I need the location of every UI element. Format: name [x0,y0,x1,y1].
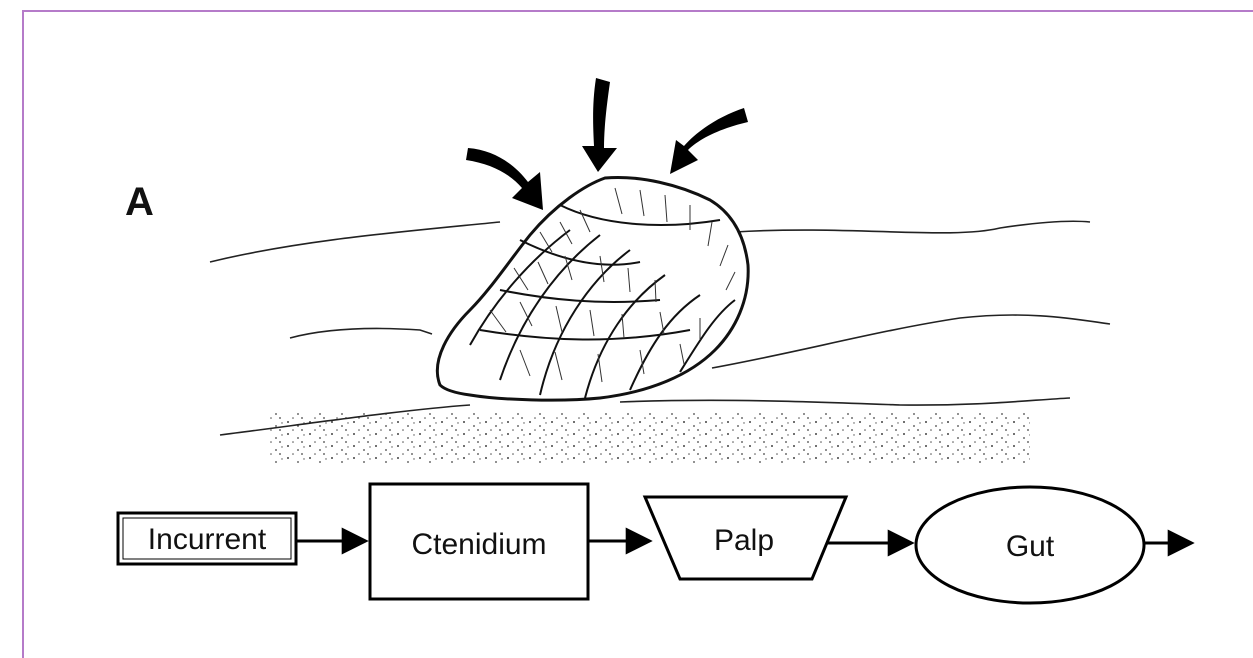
ctenidium-label: Ctenidium [411,528,546,561]
inflow-arrow-left [466,148,543,210]
inflow-arrow-right [670,108,748,174]
sediment-stipple [270,412,1030,464]
palp-label: Palp [714,524,774,557]
incurrent-label: Incurrent [148,523,267,556]
gut-label: Gut [1006,530,1055,563]
bivalve-shell [437,177,748,400]
flow-diagram: Incurrent Ctenidium Palp Gut [118,484,1192,603]
inflow-arrow-center [582,78,617,172]
panel-label: A [125,180,154,224]
